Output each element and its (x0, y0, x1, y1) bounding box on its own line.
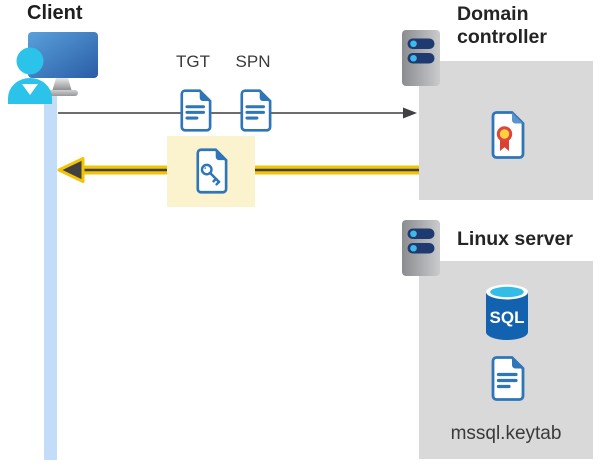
request-arrow (58, 107, 417, 119)
linux-server-icon (402, 220, 440, 276)
person-icon (8, 47, 52, 104)
spn-label: SPN (235, 52, 271, 71)
tgt-label: TGT (176, 52, 210, 71)
domain-controller-label: Domain controller (457, 3, 547, 48)
monitor-base (46, 90, 78, 96)
linux-server-label: Linux server (457, 228, 573, 250)
client-label: Client (27, 2, 83, 24)
client-user-workstation-icon (8, 32, 98, 104)
key-glyph (200, 163, 221, 186)
client-lifeline-bar (44, 92, 57, 460)
certificate-icon (491, 111, 525, 159)
monitor-icon (28, 32, 98, 78)
sql-text: SQL (490, 308, 525, 327)
spn-document-icon (240, 89, 272, 132)
monitor-stand (52, 78, 72, 90)
sql-database-icon: SQL (486, 284, 528, 340)
keytab-file-document-icon (491, 356, 525, 401)
tgt-document-icon (180, 89, 212, 132)
keytab-filename-label: mssql.keytab (450, 423, 562, 444)
domain-controller-server-icon (402, 30, 440, 86)
rosette-glyph (496, 126, 513, 151)
key-document-icon (196, 148, 228, 194)
